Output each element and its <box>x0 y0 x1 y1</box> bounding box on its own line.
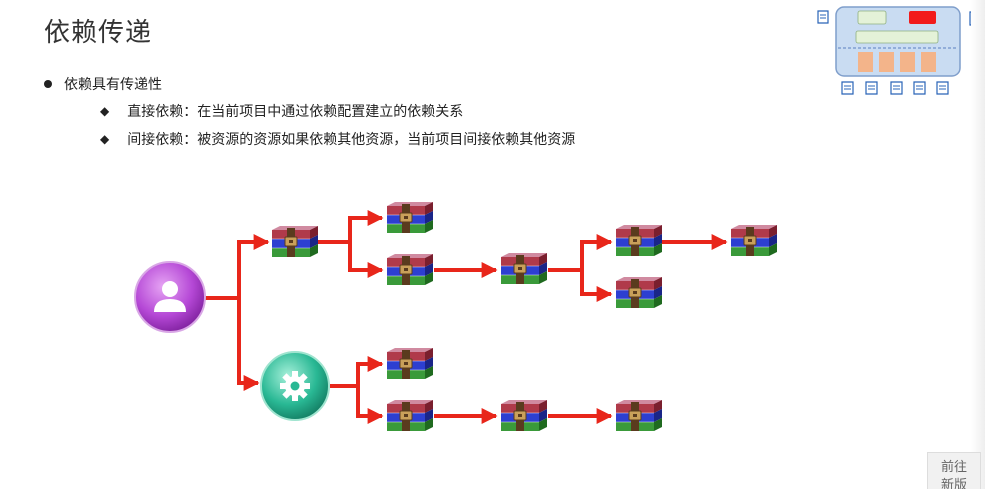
bullet-dot <box>44 80 52 88</box>
archive-books-icon <box>271 225 319 258</box>
archive-books-icon <box>730 224 778 257</box>
diamond-bullet-icon: ◆ <box>100 132 110 146</box>
scroll-edge <box>971 0 985 489</box>
archive-books-icon <box>386 347 434 380</box>
archive-books-icon <box>615 276 663 309</box>
archive-books-icon <box>386 399 434 432</box>
document-icon <box>817 10 829 24</box>
architecture-thumbnail <box>817 6 981 95</box>
document-icon <box>890 81 903 95</box>
document-icon <box>865 81 878 95</box>
user-icon <box>154 281 186 312</box>
archive-books-icon <box>386 201 434 234</box>
slide-title: 依赖传递 <box>44 18 153 48</box>
document-icon <box>841 81 854 95</box>
archive-books-icon <box>386 253 434 286</box>
sub-item-indirect: ◆ 间接依赖：被资源的资源如果依赖其他资源，当前项目间接依赖其他资源 <box>100 129 575 149</box>
document-icon <box>913 81 926 95</box>
button-label-line2: 新版 <box>940 478 967 489</box>
archive-books-icon <box>615 399 663 432</box>
user-node <box>134 261 206 333</box>
sub-item-text: 直接依赖：在当前项目中通过依赖配置建立的依赖关系 <box>127 104 464 120</box>
sub-item-direct: ◆ 直接依赖：在当前项目中通过依赖配置建立的依赖关系 <box>100 101 463 121</box>
document-icon <box>936 81 949 95</box>
bullet-item: 依赖具有传递性 <box>44 74 162 94</box>
sub-item-text: 间接依赖：被资源的资源如果依赖其他资源，当前项目间接依赖其他资源 <box>127 132 576 148</box>
button-label-line1: 前往 <box>940 460 967 475</box>
dependency-arrows <box>205 210 728 424</box>
archive-books-icon <box>615 224 663 257</box>
project-node <box>260 351 330 421</box>
diamond-bullet-icon: ◆ <box>100 104 110 118</box>
bullet-text: 依赖具有传递性 <box>64 77 162 93</box>
gear-icon <box>280 371 310 401</box>
switch-new-version-button[interactable]: 前往 新版 <box>927 452 981 489</box>
archive-books-icon <box>500 252 548 285</box>
archive-books-icon <box>500 399 548 432</box>
